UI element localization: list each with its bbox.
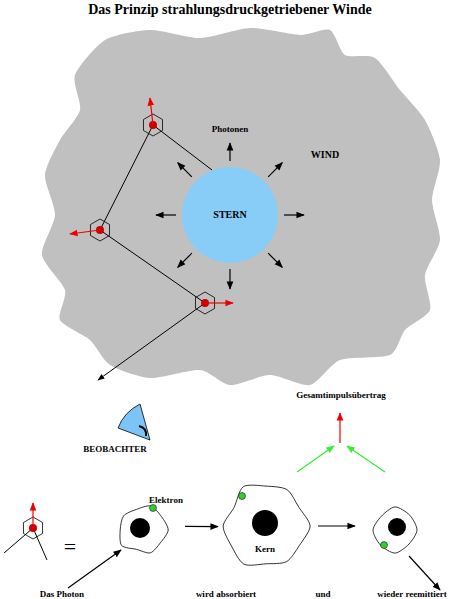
momentum-arrow bbox=[150, 98, 153, 125]
photon-line bbox=[33, 528, 47, 560]
atom-orbit bbox=[120, 506, 168, 553]
photon-arrow bbox=[409, 556, 440, 590]
node-text: BEOBACHTER bbox=[83, 445, 147, 454]
text-label: wieder reemittiert bbox=[377, 590, 446, 599]
diagram-title: Das Prinzip strahlungsdruckgetriebener W… bbox=[0, 2, 460, 18]
wind-cloud bbox=[42, 28, 440, 385]
text-label: und bbox=[315, 590, 330, 599]
atom-shape: Kern bbox=[218, 482, 313, 572]
atom-orbit bbox=[223, 485, 310, 565]
eye-arc bbox=[139, 426, 146, 436]
ion-hexagon bbox=[143, 114, 162, 136]
star-disc bbox=[182, 167, 278, 263]
momentum-vector bbox=[347, 446, 385, 472]
node-text: Elektron bbox=[149, 496, 183, 505]
text-label: wird absorbiert bbox=[196, 590, 256, 599]
text-label: Gesamtimpulsübertrag bbox=[296, 391, 386, 400]
node-outline bbox=[218, 482, 313, 572]
ion-hexagon bbox=[90, 219, 109, 241]
text-label: Das Photon bbox=[40, 590, 84, 599]
ion-dot bbox=[149, 121, 157, 129]
observer-eye: BEOBACHTER bbox=[70, 402, 160, 456]
connector-line bbox=[185, 526, 218, 527]
atom-orbit bbox=[373, 507, 417, 553]
photon-track bbox=[98, 125, 212, 380]
process-arrow bbox=[318, 525, 355, 526]
electron bbox=[239, 493, 246, 500]
photon-arrow bbox=[156, 214, 176, 215]
text-label: = bbox=[64, 536, 76, 558]
photon-arrow bbox=[229, 143, 230, 161]
atom-shape: Elektron bbox=[115, 494, 185, 558]
star-circle: STERN bbox=[182, 167, 278, 263]
ion-dot bbox=[29, 524, 37, 532]
photon-arrow bbox=[178, 163, 192, 177]
ion-dot bbox=[201, 299, 209, 307]
electron bbox=[381, 542, 388, 549]
outline-group bbox=[182, 167, 278, 263]
nucleus bbox=[252, 510, 278, 536]
momentum-arrow bbox=[205, 302, 233, 303]
photon-arrow bbox=[268, 163, 282, 177]
text-label: Photonen bbox=[212, 125, 249, 134]
photon-arrow bbox=[268, 253, 282, 267]
node-text: WIND bbox=[311, 150, 339, 160]
node-text: Kern bbox=[255, 545, 275, 554]
momentum-vector bbox=[297, 446, 334, 472]
photon-arrow bbox=[178, 253, 192, 267]
total-momentum bbox=[339, 413, 340, 443]
outline-group bbox=[120, 505, 168, 553]
ion-hexagon bbox=[195, 292, 214, 314]
photon-arrow bbox=[68, 550, 121, 588]
outline-group bbox=[223, 485, 310, 565]
connector bbox=[185, 526, 218, 527]
nucleus bbox=[130, 518, 150, 538]
photon-arrow bbox=[229, 269, 230, 289]
outline-group bbox=[42, 28, 440, 385]
photon-line bbox=[4, 528, 33, 553]
ion-dot bbox=[96, 226, 104, 234]
eye-cone bbox=[118, 404, 150, 440]
electron bbox=[150, 505, 157, 512]
photon-arrow bbox=[284, 214, 304, 215]
nucleus bbox=[388, 518, 406, 536]
momentum-arrow bbox=[70, 230, 100, 234]
momentum-arrow bbox=[32, 503, 33, 528]
ion-hexagon bbox=[23, 517, 42, 539]
outline-group bbox=[118, 404, 150, 440]
wind-region: STERN WIND bbox=[40, 25, 442, 387]
node-text: STERN bbox=[213, 210, 246, 220]
